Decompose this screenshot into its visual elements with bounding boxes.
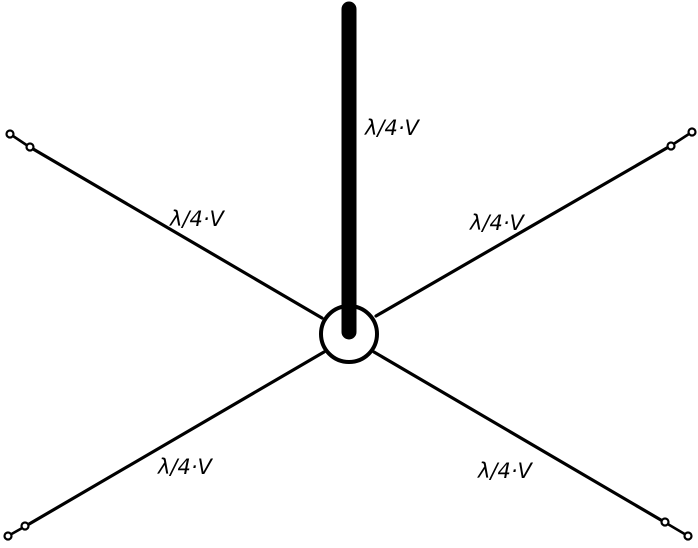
vertical-length-label: λ/4·V: [364, 116, 421, 140]
upper-left-radial: [26, 144, 324, 320]
upper-left-length-label: λ/4·V: [169, 207, 226, 231]
lower-left-insulator-inner: [20, 521, 30, 531]
upper-right-radial: [374, 143, 674, 318]
lower-left-length-label: λ/4·V: [157, 455, 214, 479]
lower-left-radial: [22, 350, 326, 529]
lower-right-length-label: λ/4·V: [477, 459, 534, 483]
lower-right-radial: [372, 350, 668, 525]
lower-right-insulator-inner: [660, 517, 670, 527]
upper-right-insulator-outer: [687, 127, 697, 137]
upper-right-insulator-inner: [666, 141, 676, 151]
upper-right-length-label: λ/4·V: [469, 211, 526, 235]
lower-left-insulator-outer: [3, 531, 13, 541]
lower-right-insulator-outer: [683, 531, 693, 541]
upper-left-insulator-outer: [5, 129, 15, 139]
upper-left-insulator-inner: [25, 142, 35, 152]
